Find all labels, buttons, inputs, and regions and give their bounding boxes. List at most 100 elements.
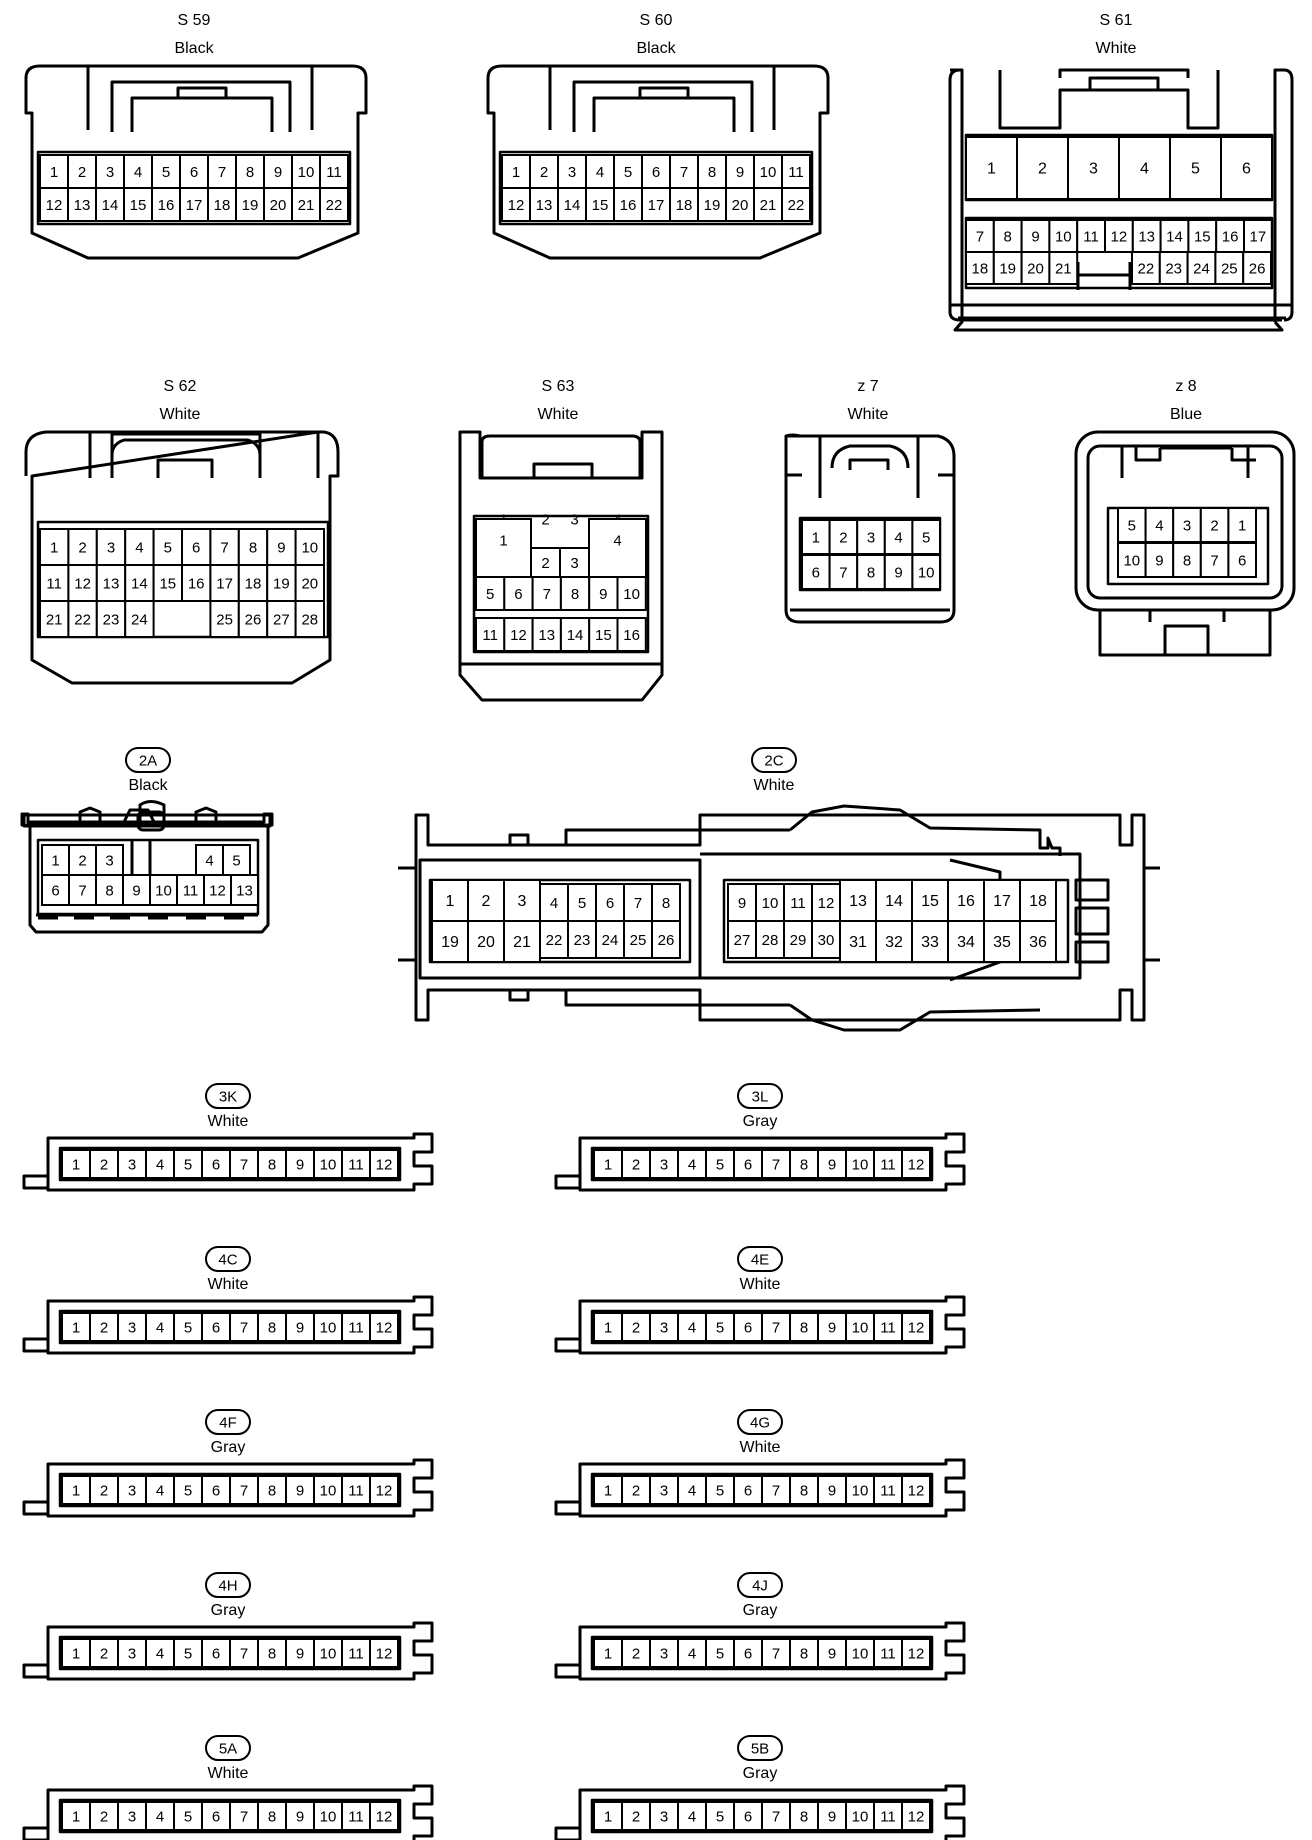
connector-4C-pin-cell — [369, 1312, 399, 1342]
connector-z8-pin-label: 3 — [1183, 518, 1191, 535]
connector-4E-pin-label: 1 — [604, 1320, 612, 1337]
connector-z7-name: z 7 — [857, 378, 878, 395]
connector-s61-pin-label: 15 — [1194, 229, 1211, 246]
connector-2A-pin-label: 10 — [155, 883, 172, 900]
connector-4G-pin-cell — [705, 1475, 735, 1505]
connector-2C-pin-label: 21 — [513, 934, 531, 951]
connector-3L-color: Gray — [743, 1113, 778, 1130]
connector-3K-code-badge: 3K — [205, 1083, 251, 1109]
connector-5A-pin-label: 3 — [128, 1809, 136, 1826]
connector-2C-pin-label: 12 — [818, 895, 835, 912]
connector-s63-pin-cell — [616, 576, 647, 611]
connector-5B-pin-label: 9 — [828, 1809, 836, 1826]
connector-2A-pin-label: 7 — [78, 883, 86, 900]
connector-4F-pin-cell — [369, 1475, 399, 1505]
connector-3L-pin-cell — [621, 1149, 651, 1179]
connector-s60-pin-label: 8 — [708, 164, 716, 181]
connector-2A-pin-label: 13 — [236, 883, 253, 900]
connector-2C-pin-label: 9 — [738, 895, 746, 912]
connector-4E-pin-label: 6 — [744, 1320, 752, 1337]
connector-5B-pin-cell — [873, 1801, 903, 1831]
connector-3K-pin-cell — [369, 1149, 399, 1179]
connector-3L-pin-label: 11 — [880, 1157, 896, 1174]
connector-4E-pin-label: 11 — [880, 1320, 896, 1337]
connector-2C-pin-cell — [839, 879, 877, 922]
connector-s60-pin-label: 14 — [564, 197, 581, 214]
connector-s60-pin-label: 13 — [536, 197, 553, 214]
connector-4F-pin-cell — [229, 1475, 259, 1505]
connector-4F-pin-cell — [173, 1475, 203, 1505]
connector-5A-housing — [22, 1784, 434, 1840]
connector-4J-pin-cell — [901, 1638, 931, 1668]
connector-4J-pin-label: 8 — [800, 1646, 808, 1663]
connector-4F-pin-cell — [341, 1475, 371, 1505]
connector-s63-pin-label: 16 — [623, 627, 640, 644]
connector-5B-code-label: 5B — [751, 1741, 769, 1758]
connector-s61-pin-cell — [1016, 136, 1069, 200]
connector-4C-pin-label: 7 — [240, 1320, 248, 1337]
connector-4F-pin-label: 12 — [376, 1483, 393, 1500]
connector-s62-pin-label: 14 — [131, 576, 148, 593]
connector-z7-pin-cell — [801, 519, 831, 555]
connector-4J-housing — [554, 1621, 966, 1681]
connector-2C-pin-label: 4 — [550, 895, 558, 912]
connector-z7-pin-label: 3 — [867, 530, 875, 547]
connector-4C-pin-label: 12 — [376, 1320, 393, 1337]
connector-s62-pin-label: 2 — [78, 540, 86, 557]
connector-4H-pin-label: 8 — [268, 1646, 276, 1663]
connector-4C-pin-label: 11 — [348, 1320, 364, 1337]
connector-s60-pin-label: 21 — [760, 197, 777, 214]
connector-3K-pin-label: 3 — [128, 1157, 136, 1174]
connector-s62-housing — [24, 430, 340, 685]
connector-4J-pin-label: 4 — [688, 1646, 696, 1663]
connector-5B-pin-label: 8 — [800, 1809, 808, 1826]
connector-2C-pin-label: 22 — [546, 932, 563, 949]
connector-s59-color: Black — [174, 40, 214, 57]
connector-z8-pin-label: 10 — [1123, 553, 1140, 570]
connector-4F-code-label: 4F — [219, 1415, 237, 1432]
connector-2C-pin-cell — [811, 883, 841, 922]
connector-4G-color: White — [740, 1439, 781, 1456]
connector-s59-housing — [24, 64, 368, 260]
connector-4G-pin-label: 5 — [716, 1483, 724, 1500]
connector-5B-pin-cell — [789, 1801, 819, 1831]
connector-4F-pin-label: 4 — [156, 1483, 164, 1500]
connector-2C-code-label: 2C — [764, 753, 783, 770]
connector-4F-housing — [22, 1458, 434, 1518]
connector-s63-pin-label: 2 — [541, 555, 549, 572]
connector-s62-pin-label: 23 — [103, 612, 120, 629]
connector-z7-pin-label: 6 — [812, 565, 820, 582]
connector-4G-pin-label: 2 — [632, 1483, 640, 1500]
connector-z8-pin-cell — [1227, 542, 1258, 578]
connector-s63-pin-label: 2 — [541, 512, 549, 529]
connector-s60-pin-label: 15 — [592, 197, 609, 214]
connector-s60-pin-label: 7 — [680, 164, 688, 181]
connector-z8-pin-cell — [1144, 542, 1175, 578]
connector-s62-pin-label: 20 — [301, 576, 318, 593]
connector-s61-pin-cell — [1220, 136, 1273, 200]
connector-4C-pin-label: 5 — [184, 1320, 192, 1337]
connector-3K-pin-cell — [173, 1149, 203, 1179]
connector-3L-pin-label: 1 — [604, 1157, 612, 1174]
connector-2C-pin-label: 24 — [602, 932, 619, 949]
connector-s59-pin-label: 16 — [158, 197, 175, 214]
connector-4C-pin-label: 1 — [72, 1320, 80, 1337]
connector-s62-pin-label: 10 — [301, 540, 318, 557]
connector-s60-pin-label: 17 — [648, 197, 665, 214]
connector-2C-pin-label: 15 — [921, 893, 939, 910]
connector-5A-pin-cell — [285, 1801, 315, 1831]
connector-5A-pin-label: 7 — [240, 1809, 248, 1826]
connector-4H-housing — [22, 1621, 434, 1681]
connector-z8-pin-label: 8 — [1183, 553, 1191, 570]
connector-3K-pin-label: 11 — [348, 1157, 364, 1174]
connector-5B-pin-label: 11 — [880, 1809, 896, 1826]
connector-2C-housing — [398, 804, 1160, 1032]
connector-4G-pin-cell — [901, 1475, 931, 1505]
connector-5B-pin-cell — [901, 1801, 931, 1831]
connector-4G-pin-cell — [593, 1475, 623, 1505]
connector-s61-pin-cell — [1242, 251, 1272, 285]
connector-2C-color: White — [754, 777, 795, 794]
connector-s62-pin-label: 6 — [192, 540, 200, 557]
connector-s60-pin-label: 20 — [732, 197, 749, 214]
